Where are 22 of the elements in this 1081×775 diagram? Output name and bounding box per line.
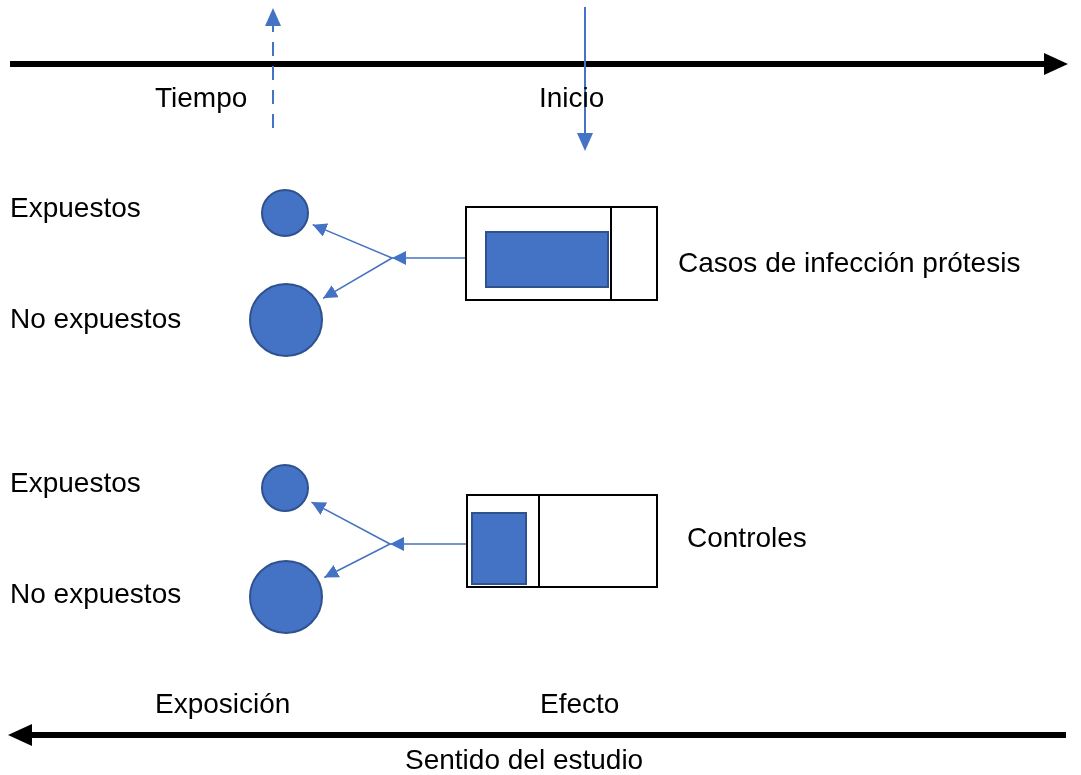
axis-label: Sentido del estudio [405, 744, 644, 775]
axis-label: Tiempo [155, 82, 248, 114]
arrow [322, 257, 393, 300]
proportion-bar [485, 231, 609, 288]
group-label: No expuestos [10, 303, 182, 335]
exposure-circle [261, 189, 309, 237]
group-label: No expuestos [10, 578, 182, 610]
group-box [466, 494, 658, 588]
group-box [465, 206, 658, 301]
group-label: Casos de infección prótesis [678, 247, 1021, 279]
group-label: Expuestos [10, 192, 141, 224]
proportion-bar [471, 512, 527, 585]
arrow [391, 251, 466, 265]
arrow [389, 537, 467, 551]
arrow [310, 501, 391, 545]
arrow [323, 543, 391, 579]
axis-label: Efecto [540, 688, 620, 720]
arrow [311, 223, 393, 259]
axis-label: Exposición [155, 688, 291, 720]
exposure-circle [261, 464, 309, 512]
group-label: Expuestos [10, 467, 141, 499]
group-label: Controles [687, 522, 807, 554]
